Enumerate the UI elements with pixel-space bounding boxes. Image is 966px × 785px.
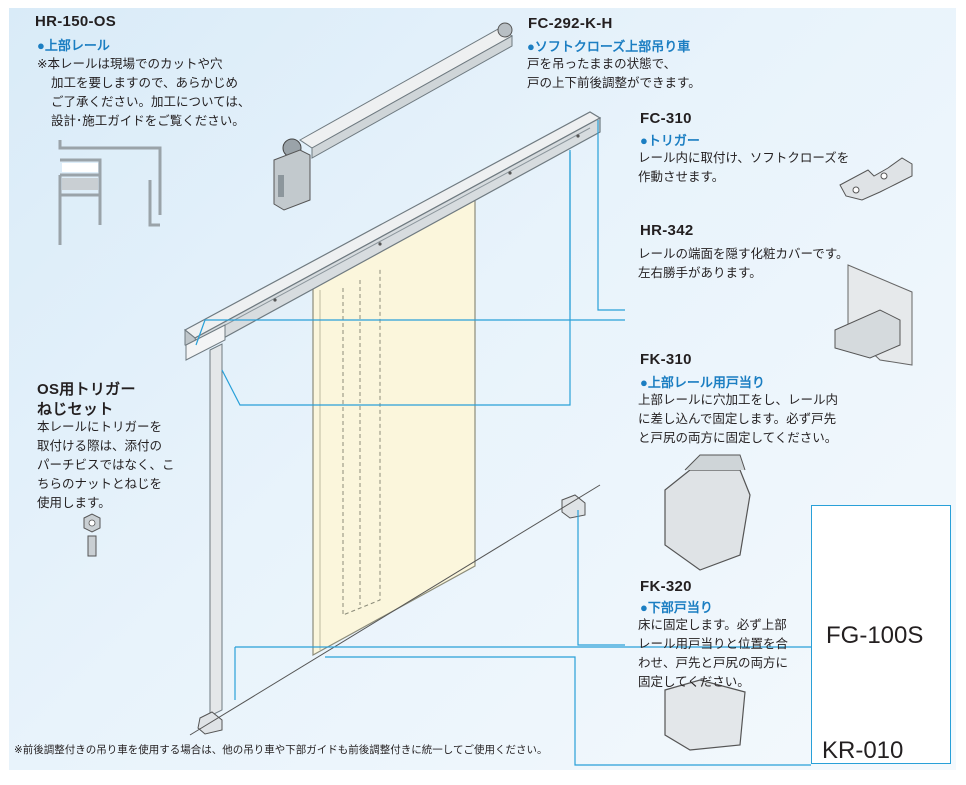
diagram-background [9, 8, 956, 770]
upper-rail [183, 111, 602, 353]
screwset-title-1: OS用トリガー [37, 381, 136, 398]
upper-stop-drawing [664, 454, 751, 571]
nut-screw-drawing [83, 513, 101, 557]
upper-stop-code: FK-310 [640, 351, 692, 368]
leader-lines [195, 120, 811, 766]
cover-code: HR-342 [640, 222, 694, 239]
end-cover-drawing [834, 264, 913, 366]
hanger-desc: 戸を吊ったままの状態で、 戸の上下前後調整ができます。 [527, 57, 701, 90]
rail-desc: ※本レールは現場でのカットや穴 加工を要しますので、あらかじめ ご了承ください。… [37, 57, 251, 128]
trigger-drawing [839, 157, 913, 201]
upper-stop-desc: 上部レールに穴加工をし、レール内 に差し込んで固定します。必ず戸先 と戸尻の両方… [638, 393, 839, 445]
trigger-name: ●トリガー [640, 133, 700, 148]
guide-code: FG-100S [826, 622, 924, 649]
lower-stop-code: FK-320 [640, 578, 692, 595]
hanger-drawing [273, 22, 513, 211]
door-panel [312, 198, 476, 657]
upper-stop-name: ●上部レール用戸当り [640, 375, 765, 390]
screwset-desc: 本レールにトリガーを 取付ける際は、添付の パーチビスではなく、こ ちらのナット… [37, 420, 175, 510]
side-frame [185, 324, 226, 717]
screwset-title-2: ねじセット [37, 401, 114, 418]
hanger-code: FC-292-K-H [528, 15, 613, 32]
rail-profile-drawing [58, 140, 162, 245]
small-lower-stop [197, 494, 586, 735]
cover-desc: レールの端面を隠す化粧カバーです。 左右勝手があります。 [638, 247, 849, 280]
lower-stop-name: ●下部戸当り [640, 600, 713, 615]
lower-stop-drawing [664, 679, 746, 751]
guide-panel [811, 505, 951, 764]
rail-name: ●上部レール [37, 38, 110, 53]
lower-stop-desc: 床に固定します。必ず上部 レール用戸当りと位置を合 わせ、戸先と戸尻の両方に 固… [638, 618, 789, 689]
trigger-code: FC-310 [640, 110, 692, 127]
trigger-desc: レール内に取付け、ソフトクローズを 作動させます。 [638, 151, 850, 184]
rail-code: HR-150-OS [35, 13, 117, 30]
footnote: ※前後調整付きの吊り車を使用する場合は、他の吊り車や下部ガイドも前後調整付きに統… [14, 744, 548, 756]
hanger-name: ●ソフトクローズ上部吊り車 [527, 39, 691, 54]
rail-profile-fill [62, 163, 98, 190]
guide-rail-code: KR-010 [822, 737, 904, 764]
